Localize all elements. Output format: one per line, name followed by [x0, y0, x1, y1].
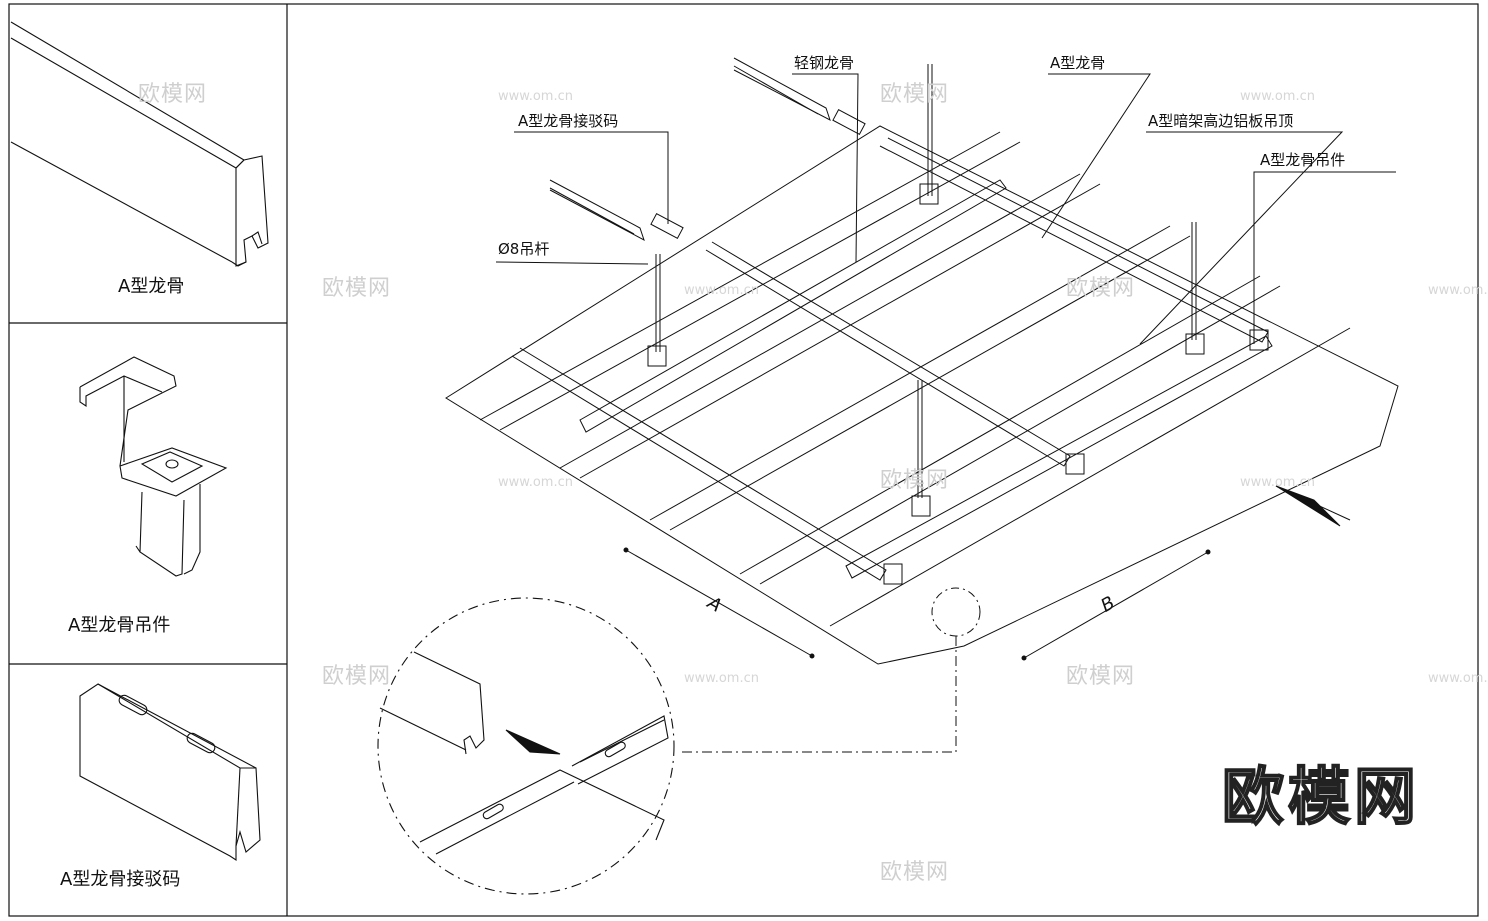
a-keel-hanger-label: A型龙骨吊件	[1260, 151, 1346, 169]
watermark-site: www.om.cn	[498, 89, 573, 104]
watermark: 欧模网	[322, 664, 392, 689]
ceiling-assembly	[445, 57, 1399, 753]
a-keel-connector-label: A型龙骨接驳码	[518, 112, 619, 130]
watermark-site: www.om.cn	[684, 671, 759, 686]
watermark: 欧模网	[1066, 664, 1136, 689]
watermark: 欧模网	[880, 468, 950, 493]
brand-logo: 欧模网	[1221, 760, 1421, 833]
hanger-drawing	[79, 356, 228, 577]
watermark-site: www.om.cn	[1240, 89, 1315, 104]
watermark: 欧模网	[138, 82, 208, 107]
watermark-site: www.om.cn	[684, 283, 759, 298]
light-steel-keel-label: 轻钢龙骨	[794, 54, 855, 72]
detail-view	[377, 597, 675, 895]
connector-drawing	[79, 683, 261, 862]
a-keel-label: A型龙骨	[1050, 54, 1106, 72]
keel-panel-label: A型龙骨	[118, 276, 185, 297]
watermark-site: www.om.cn	[498, 475, 573, 490]
watermark-site: www.om.cn	[1240, 475, 1315, 490]
keel-profile-drawing	[10, 21, 269, 267]
watermark-site: www.om.cn	[1428, 671, 1488, 686]
watermark: 欧模网	[880, 860, 950, 885]
dim-a-line	[625, 549, 813, 657]
connector-panel-label: A型龙骨接驳码	[60, 869, 181, 890]
panel-outline	[445, 125, 1399, 665]
watermark: 欧模网	[322, 276, 392, 301]
hanger-panel-label: A型龙骨吊件	[68, 615, 171, 636]
rod-label: Ø8吊杆	[498, 240, 550, 258]
leader-lines	[495, 73, 1396, 345]
outer-frame	[8, 3, 1479, 917]
ceiling-panel-label: A型暗架高边铝板吊顶	[1148, 112, 1294, 130]
watermark: 欧模网	[1066, 276, 1136, 301]
watermark-site: www.om.cn	[1428, 283, 1488, 298]
watermark: 欧模网	[880, 82, 950, 107]
